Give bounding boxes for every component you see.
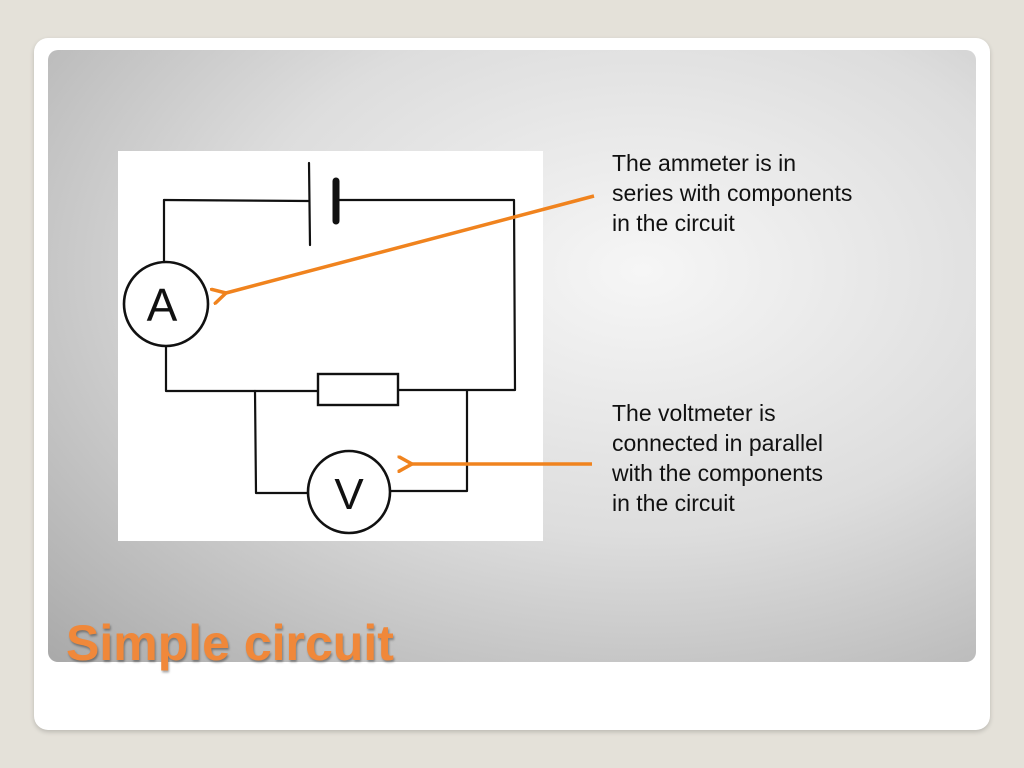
cell-long-plate — [307, 161, 312, 247]
voltmeter-circle — [306, 449, 392, 535]
voltmeter-symbol: V — [334, 470, 364, 519]
voltmeter-callout-text: The voltmeter is connected in parallel w… — [612, 400, 823, 516]
wire-left-lower — [164, 345, 320, 393]
circuit-svg: A V — [122, 161, 517, 535]
ammeter-arrow — [226, 194, 595, 293]
resistor — [316, 372, 400, 407]
ammeter-callout-text: The ammeter is in series with components… — [612, 150, 853, 236]
circuit-diagram: A V — [118, 151, 543, 541]
wire-voltmeter-right — [388, 389, 469, 493]
wire-voltmeter-left — [253, 389, 310, 495]
wire-top-right — [334, 198, 517, 392]
ammeter-symbol: A — [147, 279, 178, 331]
wire-top-left — [162, 198, 311, 203]
slide-title: Simple circuit — [66, 615, 394, 671]
